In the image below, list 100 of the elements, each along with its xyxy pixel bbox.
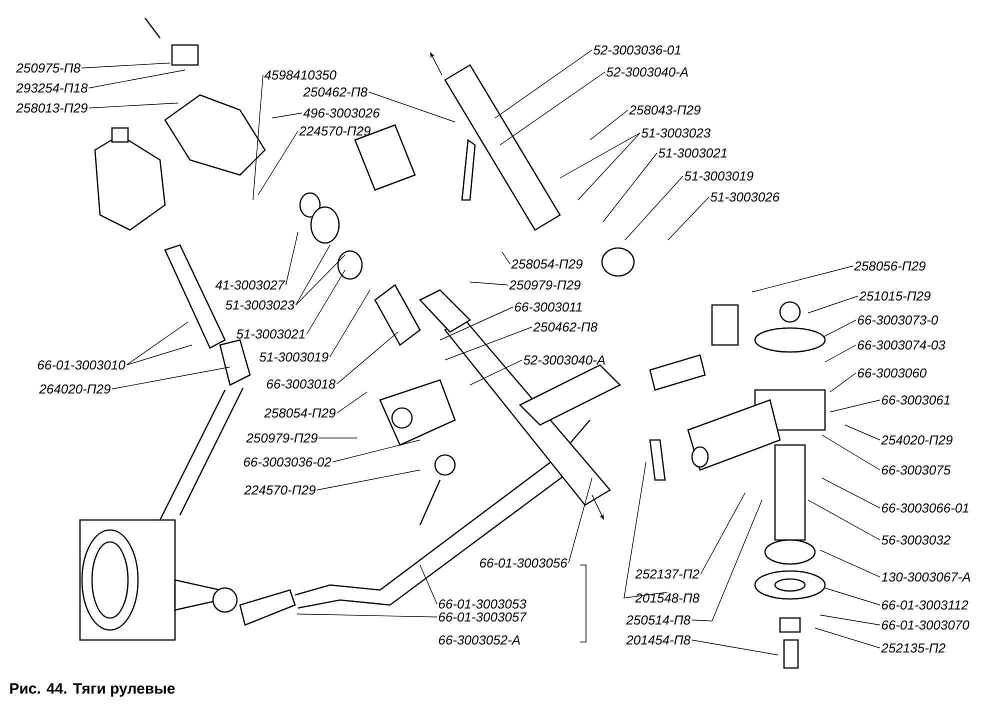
leader-line bbox=[440, 306, 514, 340]
part-number: 252135-П2 bbox=[881, 643, 946, 653]
leader-line bbox=[822, 434, 880, 470]
leader-line bbox=[700, 492, 746, 574]
part-number: 41-3003027 bbox=[215, 280, 285, 290]
leader-line bbox=[306, 270, 346, 334]
part-number: 51-3003021 bbox=[658, 148, 726, 158]
leader-line bbox=[368, 92, 456, 122]
leader-line bbox=[444, 326, 532, 360]
leader-line bbox=[624, 176, 684, 240]
part-number: 66-3003073-0 bbox=[858, 315, 938, 325]
leader-line bbox=[329, 290, 370, 358]
figure-caption: Рис. 44. Тяги рулевые bbox=[10, 683, 175, 697]
part-number: 201548-П8 bbox=[635, 593, 700, 603]
leader-line bbox=[814, 628, 880, 648]
part-number: 51-3003019 bbox=[260, 352, 328, 362]
part-number: 66-3003061 bbox=[882, 395, 950, 405]
leader-line bbox=[808, 500, 880, 540]
leader-line bbox=[830, 372, 856, 392]
part-number: 66-3003018 bbox=[266, 379, 336, 389]
part-number: 250514-П8 bbox=[626, 615, 690, 625]
leader-line bbox=[590, 110, 628, 140]
leader-line bbox=[81, 62, 170, 68]
part-number: 250462-П8 bbox=[533, 322, 598, 332]
leader-line bbox=[295, 244, 330, 306]
part-number: 258043-П29 bbox=[629, 105, 701, 115]
part-number: 250979-П29 bbox=[246, 433, 318, 443]
part-number: 258054-П29 bbox=[511, 259, 583, 269]
leader-line bbox=[824, 344, 856, 362]
leader-line bbox=[332, 440, 420, 462]
leader-line bbox=[295, 254, 346, 306]
leader-line bbox=[252, 74, 264, 200]
leader-line bbox=[494, 50, 592, 118]
part-number: 66-3003066-01 bbox=[882, 503, 968, 513]
leader-line bbox=[88, 70, 186, 88]
leader-line bbox=[272, 112, 302, 118]
part-number: 251015-П29 bbox=[859, 291, 931, 301]
part-number: 264020-П29 bbox=[39, 384, 111, 394]
leader-line bbox=[691, 640, 778, 656]
part-number: 4598410350 bbox=[264, 70, 336, 80]
leader-line bbox=[470, 282, 508, 286]
part-number: 66-3003075 bbox=[882, 465, 951, 475]
part-number: 258056-П29 bbox=[854, 261, 926, 271]
part-number: 66-01-3003056 bbox=[480, 558, 568, 568]
leader-line bbox=[844, 424, 880, 440]
leader-line bbox=[578, 132, 640, 200]
leader-line bbox=[336, 332, 398, 384]
part-number: 66-01-3003112 bbox=[882, 600, 968, 610]
leader-line bbox=[824, 588, 880, 606]
part-number: 66-3003036-02 bbox=[244, 457, 332, 467]
leader-line bbox=[602, 152, 658, 222]
leader-line bbox=[752, 266, 854, 292]
part-number: 66-3003074-03 bbox=[858, 340, 946, 350]
part-number: 51-3003019 bbox=[684, 171, 754, 181]
part-number: 293254-П18 bbox=[16, 83, 88, 93]
leader-line bbox=[830, 400, 880, 412]
leader-line bbox=[691, 500, 762, 622]
part-number: 56-3003032 bbox=[882, 535, 950, 545]
part-number: 51-3003023 bbox=[642, 128, 710, 138]
part-number: 66-3003011 bbox=[514, 302, 582, 312]
part-number: 52-3003040-А bbox=[606, 67, 688, 77]
leader-line bbox=[820, 614, 880, 626]
part-number: 252137-П2 bbox=[635, 569, 700, 579]
leader-line bbox=[502, 252, 510, 264]
leader-line bbox=[560, 132, 640, 178]
leader-line bbox=[822, 320, 856, 338]
part-number: 66-3003060 bbox=[858, 368, 926, 378]
leader-line bbox=[126, 344, 192, 366]
leader-line bbox=[822, 478, 880, 508]
part-number: 201454-П8 bbox=[626, 635, 690, 645]
part-number: 258013-П29 bbox=[16, 103, 88, 113]
leader-line bbox=[500, 72, 606, 146]
part-number: 66-3003052-А bbox=[438, 635, 520, 645]
part-number: 250979-П29 bbox=[509, 280, 581, 290]
part-number: 66-01-3003070 bbox=[882, 620, 970, 630]
leader-line bbox=[420, 564, 438, 604]
part-number: 66-01-3003010 bbox=[38, 360, 126, 370]
part-number: 224570-П29 bbox=[244, 485, 316, 495]
leader-line bbox=[568, 478, 592, 564]
part-number: 250975-П8 bbox=[16, 63, 80, 73]
part-number: 51-3003023 bbox=[226, 300, 294, 310]
part-number: 66-01-3003057 bbox=[438, 612, 527, 622]
part-number: 51-3003021 bbox=[236, 329, 304, 339]
leader-line bbox=[285, 232, 298, 286]
part-number: 224570-П29 bbox=[299, 126, 371, 136]
part-number: 250462-П8 bbox=[303, 87, 368, 97]
leader-line bbox=[88, 102, 178, 108]
part-number: 130-3003067-А bbox=[882, 572, 970, 582]
leader-line bbox=[296, 614, 438, 618]
leader-line bbox=[126, 322, 188, 366]
part-number: 51-3003026 bbox=[710, 192, 780, 202]
part-number: 66-01-3003053 bbox=[438, 599, 526, 609]
part-number: 254020-П29 bbox=[881, 435, 953, 445]
leader-line bbox=[470, 360, 522, 386]
leader-line bbox=[808, 296, 858, 314]
part-number: 52-3003040-А bbox=[524, 355, 605, 365]
leader-line bbox=[316, 470, 420, 490]
leader-line bbox=[624, 462, 668, 598]
leader-line bbox=[112, 366, 230, 390]
leader-line bbox=[668, 196, 710, 240]
